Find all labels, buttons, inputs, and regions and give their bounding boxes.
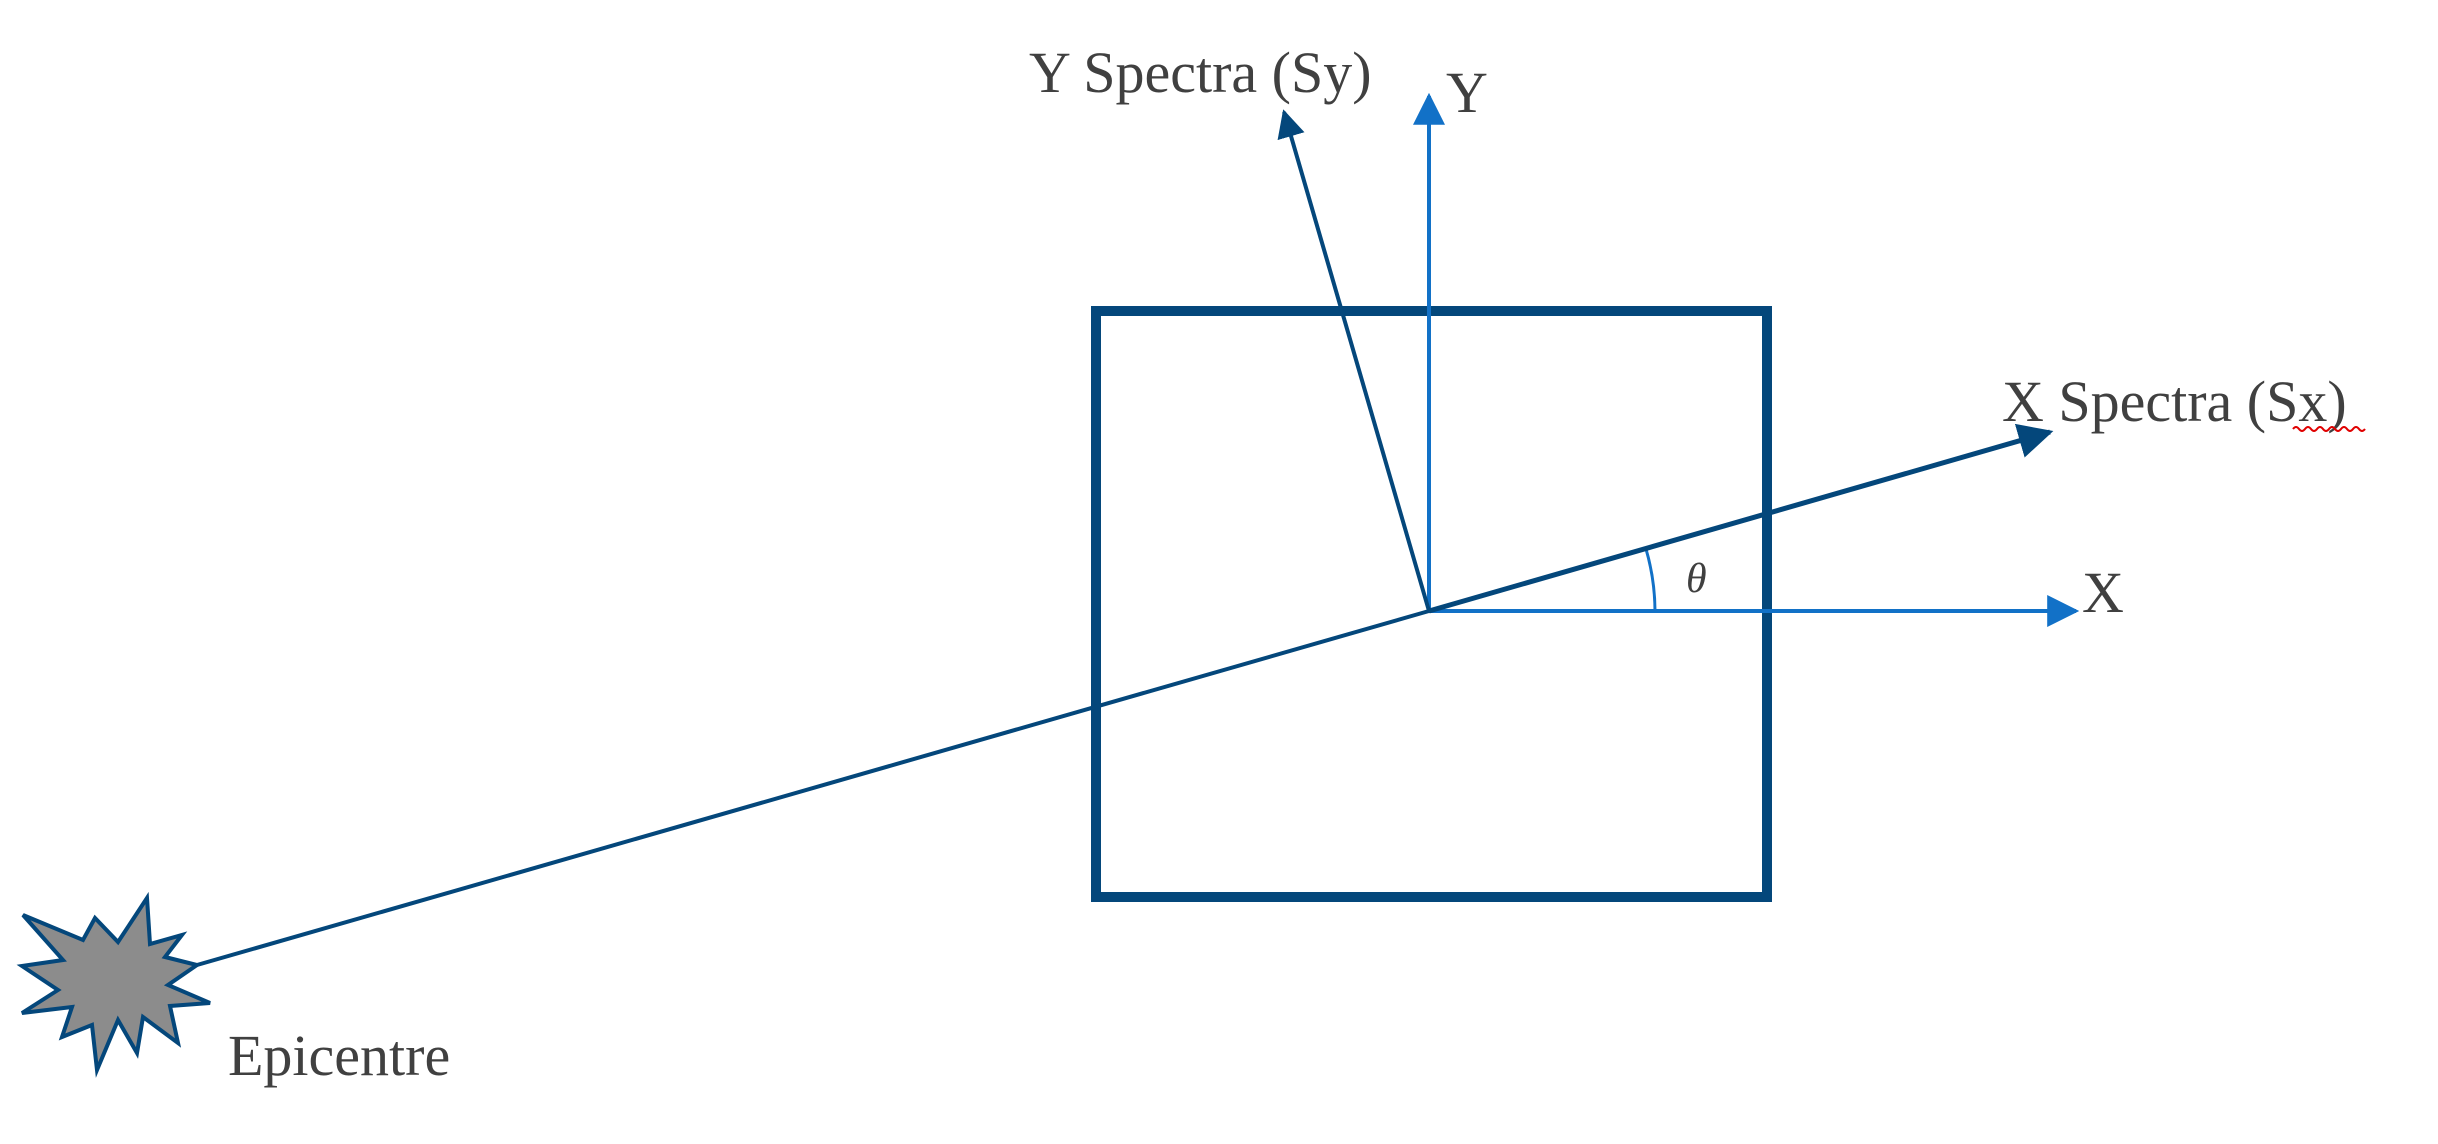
epicentre-star-icon [16, 891, 211, 1078]
epicentre-ray [189, 609, 1430, 969]
spellcheck-underline [2292, 426, 2366, 432]
x-spectra-label: X Spectra (Sx) [2002, 369, 2347, 434]
x-spectra-arrow [1428, 423, 2054, 614]
epicentre-label: Epicentre [228, 1023, 450, 1088]
x-axis-label: X [2082, 560, 2124, 625]
angle-theta-label: θ [1686, 556, 1707, 602]
angle-arc [1644, 548, 1657, 612]
y-spectra-arrow [1277, 109, 1431, 612]
y-axis-label: Y [1446, 60, 1488, 125]
y-spectra-label: Y Spectra (Sy) [1029, 40, 1372, 105]
structure-box [1091, 306, 1772, 902]
